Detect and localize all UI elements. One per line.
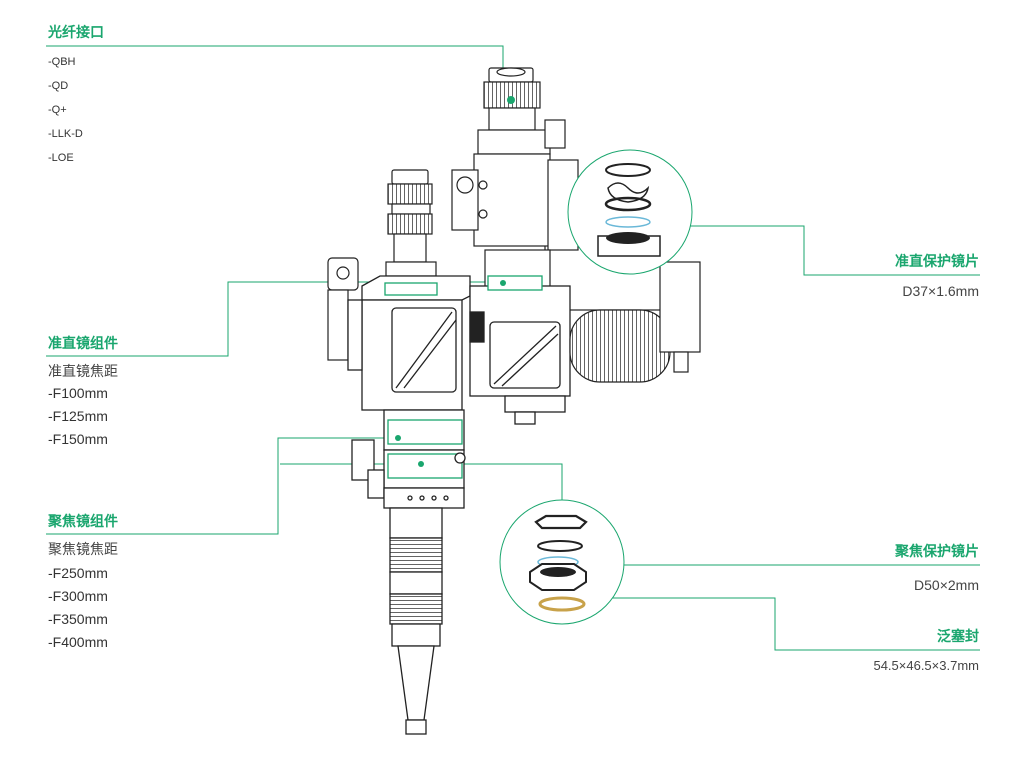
list-item: -F125mm — [48, 408, 108, 424]
collimator-housing — [347, 275, 571, 425]
collimator-group-title: 准直镜组件 — [48, 335, 118, 351]
focus-focal-list: -F250mm -F300mm -F350mm -F400mm — [48, 562, 108, 654]
fiber-interface-list: -QBH -QD -Q+ -LLK-D -LOE — [48, 50, 83, 170]
focus-housing — [351, 409, 466, 509]
seal-spec: 54.5×46.5×3.7mm — [873, 658, 979, 673]
focus-window-title: 聚焦保护镜片 — [895, 543, 979, 559]
focus-group-title: 聚焦镜组件 — [48, 513, 118, 529]
list-item: -F400mm — [48, 634, 108, 650]
list-item: -Q+ — [48, 104, 67, 116]
camera-tube — [385, 169, 437, 277]
collimator-group-subtitle: 准直镜焦距 — [48, 363, 118, 379]
focus-group-subtitle: 聚焦镜焦距 — [48, 541, 118, 557]
fiber-interface-title: 光纤接口 — [48, 24, 104, 40]
focus-window-spec: D50×2mm — [914, 577, 979, 593]
list-item: -F250mm — [48, 565, 108, 581]
collimator-window-title: 准直保护镜片 — [895, 253, 979, 269]
fiber-connector — [451, 67, 579, 311]
list-item: -LOE — [48, 152, 74, 164]
seal-title: 泛塞封 — [937, 628, 979, 644]
list-item: -QBH — [48, 56, 76, 68]
list-item: -F150mm — [48, 431, 108, 447]
list-item: -F350mm — [48, 611, 108, 627]
list-item: -QD — [48, 80, 69, 92]
list-item: -F300mm — [48, 588, 108, 604]
list-item: -LLK-D — [48, 128, 83, 140]
focus-window-detail — [499, 499, 625, 625]
collimator-focal-list: -F100mm -F125mm -F150mm — [48, 382, 108, 451]
side-bellows — [569, 261, 701, 383]
nozzle-tube — [389, 507, 443, 735]
collimator-window-detail — [567, 149, 693, 275]
list-item: -F100mm — [48, 385, 108, 401]
collimator-window-spec: D37×1.6mm — [902, 283, 979, 299]
